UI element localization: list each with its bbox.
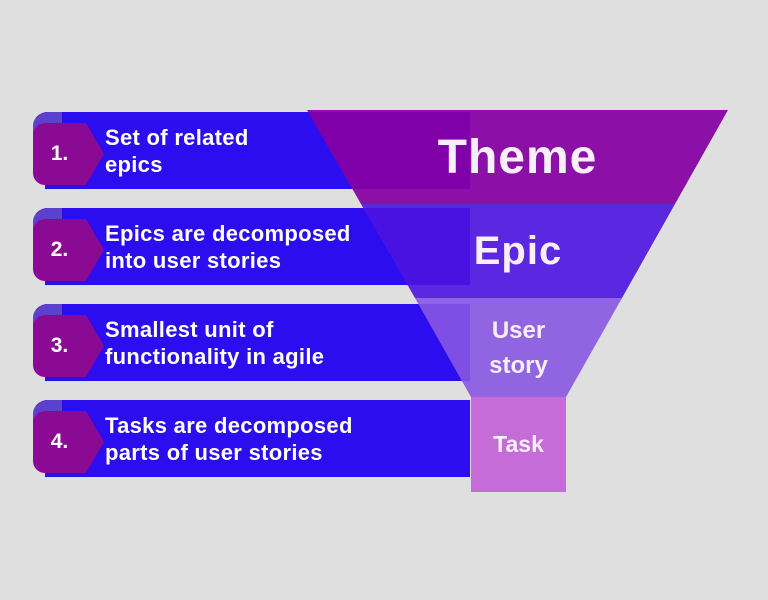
description-bar: Epics are decomposed into user stories [45, 208, 470, 285]
funnel-label-story: story [489, 351, 548, 379]
bar-text-line1: Set of related [105, 124, 249, 150]
bar-text-line2: parts of user stories [105, 439, 323, 465]
description-bar: Smallest unit of functionality in agile [45, 304, 470, 381]
funnel-label-user: User [491, 316, 546, 344]
bar-text-line1: Epics are decomposed [105, 220, 351, 246]
badge-number: 4. [50, 430, 69, 453]
funnel-level-user-story: User story [415, 298, 622, 397]
number-badge: 3. [33, 315, 104, 377]
bar-text-line2: into user stories [105, 247, 282, 273]
funnel-label-epic: Epic [473, 228, 563, 273]
funnel-level-epic: Epic [361, 204, 675, 298]
badge-number: 1. [50, 142, 69, 165]
row-epic-description: Epics are decomposed into user stories 2… [0, 208, 768, 285]
bar-text-line1: Smallest unit of [105, 316, 274, 342]
funnel-label-theme: Theme [437, 130, 598, 184]
row-user-story-description: Smallest unit of functionality in agile … [0, 304, 768, 381]
number-badge: 2. [33, 219, 104, 281]
bar-text-line2: functionality in agile [105, 343, 325, 369]
number-badge: 4. [33, 411, 104, 473]
funnel-level-task: Task [471, 397, 566, 492]
row-task-description: Tasks are decomposed parts of user stori… [0, 400, 768, 477]
bar-text-line1: Tasks are decomposed [105, 412, 353, 438]
bar-text-line2: epics [105, 151, 163, 177]
funnel-level-theme: Theme [307, 110, 728, 204]
description-bar: Tasks are decomposed parts of user stori… [45, 400, 470, 477]
badge-number: 3. [50, 334, 69, 357]
number-badge: 1. [33, 123, 104, 185]
funnel-label-task: Task [493, 431, 544, 457]
badge-number: 2. [50, 238, 69, 261]
